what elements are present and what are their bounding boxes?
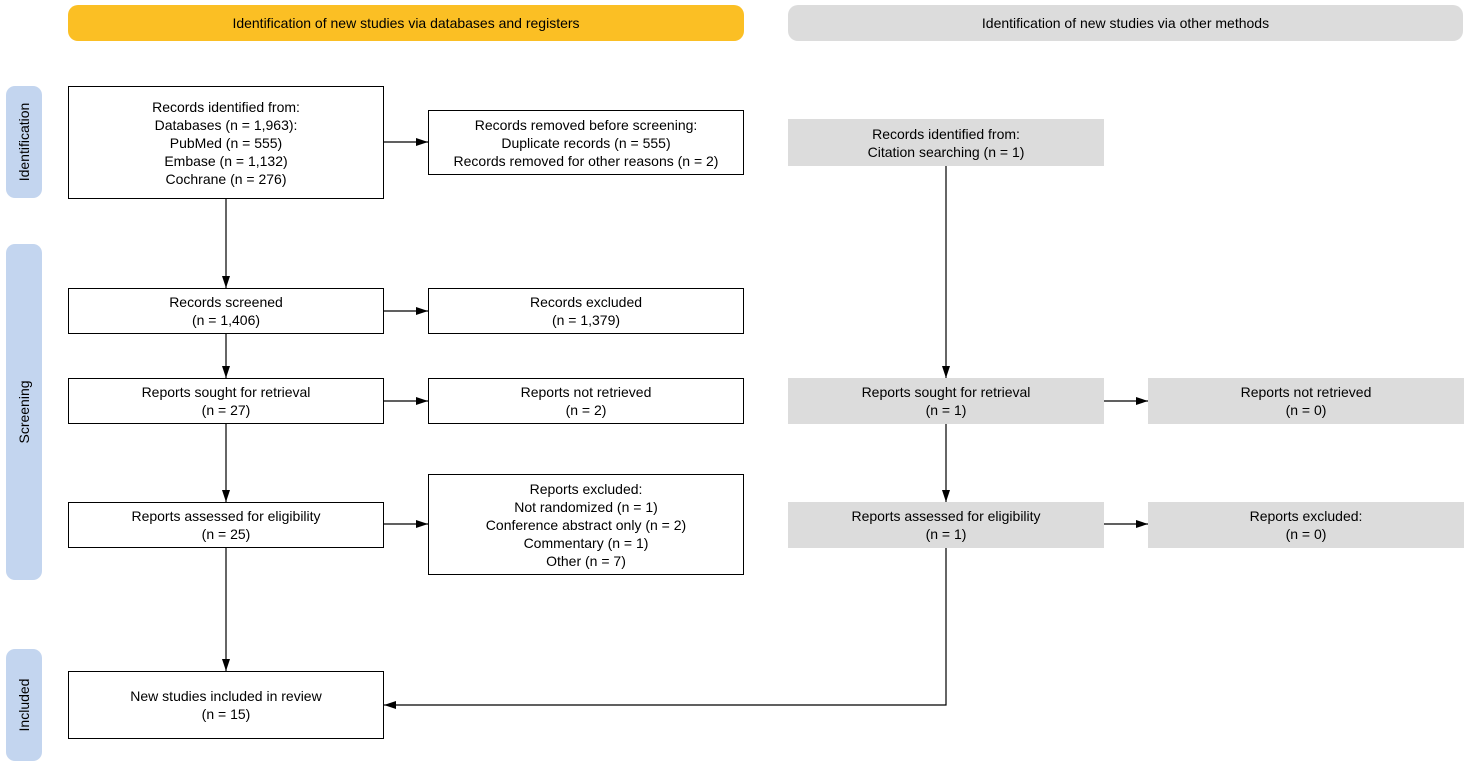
box-line: (n = 0)	[1285, 526, 1327, 542]
db-reports-assessed-box: Reports assessed for eligibility (n = 25…	[68, 502, 384, 548]
other-records-identified-box: Records identified from: Citation search…	[788, 119, 1104, 166]
box-line: Other (n = 7)	[546, 552, 626, 569]
phase-identification-label: Identification	[16, 102, 32, 182]
box-line: (n = 1,379)	[551, 312, 621, 328]
box-line: Duplicate records (n = 555)	[501, 134, 671, 151]
box-line: Embase (n = 1,132)	[164, 152, 288, 169]
box-line: (n = 0)	[1285, 402, 1327, 418]
db-records-identified-box: Records identified from: Databases (n = …	[68, 86, 384, 199]
other-reports-not-retrieved-box: Reports not retrieved (n = 0)	[1148, 378, 1464, 424]
phase-included: Included	[6, 649, 42, 761]
other-methods-header: Identification of new studies via other …	[788, 5, 1463, 41]
databases-header-label: Identification of new studies via databa…	[232, 15, 580, 31]
phase-screening-label: Screening	[16, 380, 32, 444]
box-line: Citation searching (n = 1)	[867, 143, 1025, 160]
db-records-excluded-box: Records excluded (n = 1,379)	[428, 288, 744, 334]
box-line: Reports sought for retrieval	[861, 384, 1031, 400]
db-reports-excluded-box: Reports excluded: Not randomized (n = 1)…	[428, 474, 744, 575]
db-reports-not-retrieved-box: Reports not retrieved (n = 2)	[428, 378, 744, 424]
box-line: (n = 25)	[201, 526, 251, 542]
box-line: Conference abstract only (n = 2)	[485, 516, 687, 533]
box-line: (n = 27)	[201, 402, 251, 418]
box-line: New studies included in review	[130, 688, 322, 704]
databases-header: Identification of new studies via databa…	[68, 5, 744, 41]
box-line: Reports assessed for eligibility	[131, 508, 321, 524]
box-line: Records screened	[169, 294, 283, 310]
box-line: PubMed (n = 555)	[169, 134, 283, 151]
box-line: (n = 1)	[925, 402, 967, 418]
box-line: Records removed for other reasons (n = 2…	[453, 152, 719, 169]
db-reports-sought-box: Reports sought for retrieval (n = 27)	[68, 378, 384, 424]
phase-included-label: Included	[16, 678, 32, 732]
box-line: Records identified from:	[872, 125, 1020, 142]
box-line: Records identified from:	[152, 98, 300, 115]
phase-screening: Screening	[6, 244, 42, 580]
box-line: Records excluded	[529, 294, 643, 310]
box-line: Reports not retrieved	[1240, 384, 1372, 400]
db-records-removed-box: Records removed before screening: Duplic…	[428, 110, 744, 175]
box-line: Reports assessed for eligibility	[851, 508, 1041, 524]
box-line: (n = 1)	[925, 526, 967, 542]
box-line: Reports excluded:	[1249, 508, 1363, 524]
db-records-screened-box: Records screened (n = 1,406)	[68, 288, 384, 334]
other-reports-assessed-box: Reports assessed for eligibility (n = 1)	[788, 502, 1104, 548]
new-studies-included-box: New studies included in review (n = 15)	[68, 671, 384, 739]
box-line: (n = 15)	[201, 706, 251, 722]
box-line: Databases (n = 1,963):	[154, 116, 298, 133]
phase-identification: Identification	[6, 86, 42, 198]
other-methods-header-label: Identification of new studies via other …	[981, 15, 1270, 31]
box-line: Cochrane (n = 276)	[165, 170, 287, 187]
box-line: Reports not retrieved	[520, 384, 652, 400]
box-line: (n = 1,406)	[191, 312, 261, 328]
box-line: Commentary (n = 1)	[523, 534, 649, 551]
box-line: Reports sought for retrieval	[141, 384, 311, 400]
box-line: Not randomized (n = 1)	[514, 498, 658, 515]
other-reports-sought-box: Reports sought for retrieval (n = 1)	[788, 378, 1104, 424]
box-line: Records removed before screening:	[474, 116, 698, 133]
box-line: (n = 2)	[565, 402, 607, 418]
other-reports-excluded-box: Reports excluded: (n = 0)	[1148, 502, 1464, 548]
box-line: Reports excluded:	[529, 480, 643, 497]
